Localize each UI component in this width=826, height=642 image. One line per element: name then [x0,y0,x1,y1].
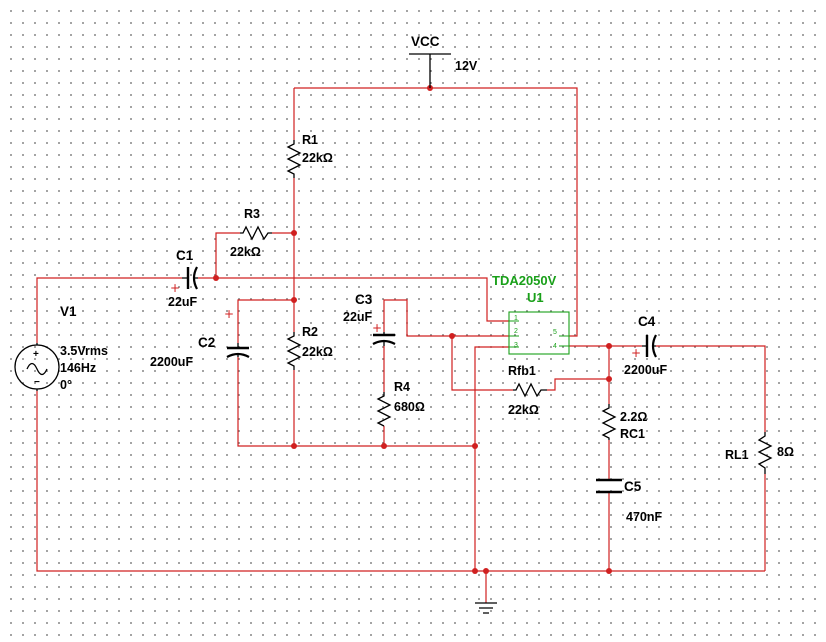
ic-part-name: TDA2050V [492,273,557,288]
wire-vcc-rail [294,87,578,337]
rc1-value: 2.2Ω [620,410,647,424]
wire-v1-to-c1 [36,277,182,343]
rc1-name: RC1 [620,427,645,441]
capacitor-c5[interactable]: C5 470nF [596,478,662,524]
junctions [213,85,612,574]
r2-value: 22kΩ [302,345,333,359]
junction-dot [606,343,612,349]
junction-dot [483,568,489,574]
ic-ref: U1 [527,290,544,305]
c1-value: 22uF [168,295,198,309]
resistor-r1[interactable]: R1 22kΩ [286,133,333,178]
ic-u1[interactable]: TDA2050V U1 1 2 3 4 5 [492,273,570,355]
junction-dot [291,443,297,449]
r4-name: R4 [394,380,410,394]
wire-c1-to-ic-pin1 [198,277,509,322]
rfb1-value: 22kΩ [508,403,539,417]
plus-sign-icon: + [33,349,39,360]
v1-name: V1 [60,304,77,319]
ic-pin-label: 2 [514,328,518,335]
junction-dot [291,297,297,303]
v1-frequency: 146Hz [60,361,96,375]
c5-name: C5 [624,479,642,494]
source-v1[interactable]: + − V1 3.5Vrms 146Hz 0° [14,304,108,392]
vcc-bar [409,53,451,88]
c4-name: C4 [638,314,656,329]
wire-fb-left [451,336,513,391]
ic-pin-label: 3 [514,342,518,349]
minus-sign-icon: − [34,377,40,388]
wire-c4-to-rl1 [656,345,766,432]
wire-c2-bottom [237,357,475,447]
junction-dot [449,333,455,339]
junction-dot [381,443,387,449]
r4-zigzag [376,392,392,427]
resistor-rc1[interactable]: 2.2Ω RC1 [601,404,647,441]
c3-value: 22uF [343,310,373,324]
rfb1-name: Rfb1 [508,364,536,378]
rfb1-zigzag [513,382,547,398]
capacitor-c1[interactable]: + C1 22uF [168,248,198,309]
r3-value: 22kΩ [230,245,261,259]
ic-pin-stubs [509,320,569,348]
resistor-r4[interactable]: R4 680Ω [376,380,425,427]
wire-r3-left [215,232,240,278]
c3-plus-icon: + [372,321,382,335]
vcc-label: VCC [411,34,440,49]
c2-name: C2 [198,335,215,350]
v1-phase: 0° [60,378,72,392]
wire-ic-pin3-gnd [474,346,509,571]
junction-dot [606,376,612,382]
r1-name: R1 [302,133,318,147]
ic-pin-label: 1 [514,315,518,322]
wires [36,87,766,603]
vcc-value: 12V [455,59,478,73]
r2-name: R2 [302,325,318,339]
junction-dot [606,568,612,574]
c5-value: 470nF [626,510,662,524]
r1-zigzag [286,140,302,178]
v1-amplitude: 3.5Vrms [60,344,108,358]
junction-dot [291,230,297,236]
ground-symbol[interactable] [475,602,497,614]
capacitor-c2[interactable]: + C2 2200uF [150,307,250,369]
ic-pin-label: 5 [553,329,557,336]
junction-dot [213,275,219,281]
sine-icon [26,362,48,376]
vcc-supply[interactable]: VCC 12V [409,34,478,88]
ic-body [508,311,570,355]
ground-icon [475,602,497,614]
r4-value: 680Ω [394,400,425,414]
resistor-rfb1[interactable]: Rfb1 22kΩ [508,364,547,417]
c4-plus-icon: + [631,346,641,360]
resistor-r3[interactable]: R3 22kΩ [230,207,272,259]
resistor-rl1[interactable]: RL1 8Ω [725,432,794,474]
c2-plus-icon: + [224,307,234,321]
rl1-name: RL1 [725,448,749,462]
c3-name: C3 [355,292,373,307]
c2-value: 2200uF [150,355,193,369]
resistor-r2[interactable]: R2 22kΩ [286,325,333,370]
r3-name: R3 [244,207,260,221]
ic-pin-label: 4 [553,343,557,350]
rl1-value: 8Ω [777,445,794,459]
capacitor-c4[interactable]: + C4 2200uF [624,314,667,377]
c4-value: 2200uF [624,363,667,377]
r3-zigzag [240,225,272,241]
rl1-zigzag [757,432,773,474]
v1-body [14,344,60,390]
wire-mid-to-c2 [237,299,294,343]
r2-zigzag [286,332,302,370]
wire-c3-top [383,299,509,337]
rc1-zigzag [601,404,617,440]
c1-name: C1 [176,248,194,263]
r1-value: 22kΩ [302,151,333,165]
wire-fb-right [547,378,609,391]
junction-dot [472,443,478,449]
wire-v1-to-gnd [36,391,765,572]
capacitor-c3[interactable]: + C3 22uF [343,292,396,346]
c1-plus-icon: + [170,281,180,295]
junction-dot [472,568,478,574]
